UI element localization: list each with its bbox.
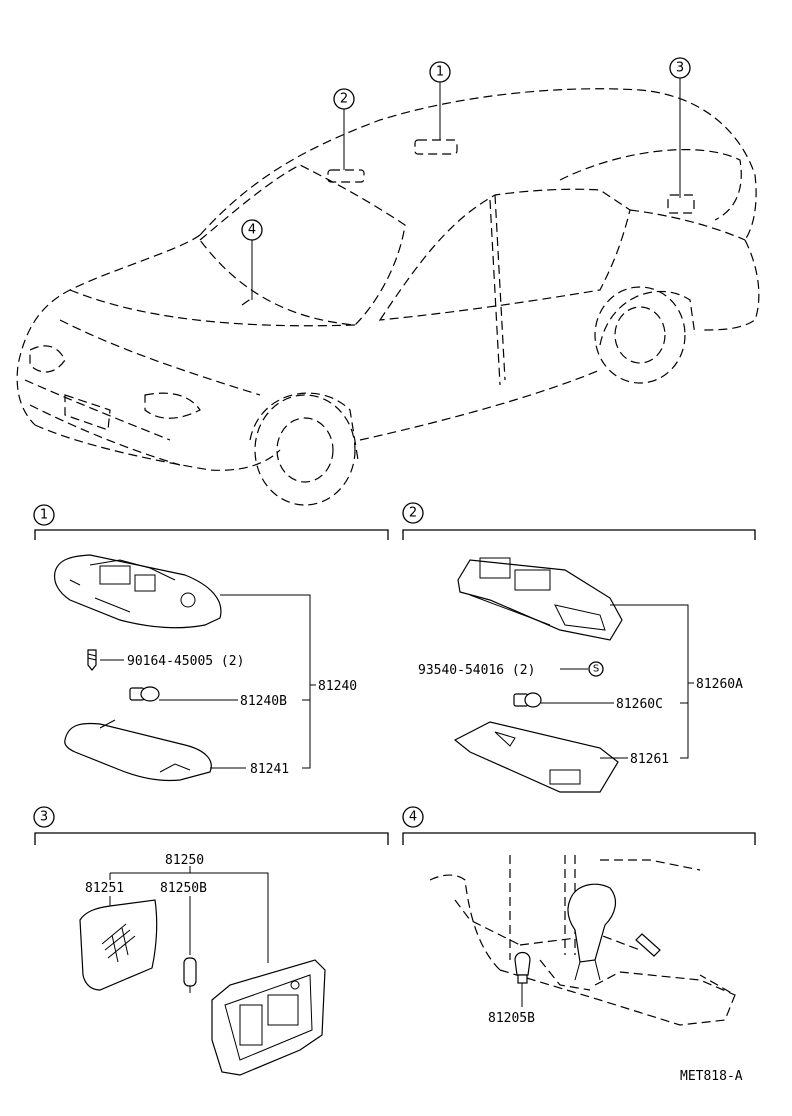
part-label-81250B: 81250B (160, 881, 207, 896)
svg-text:4: 4 (409, 810, 417, 825)
section-2: 2 93540-54016 (2) S 81260C 81261 (402, 502, 756, 793)
svg-text:2: 2 (340, 92, 348, 107)
part-label-81241: 81241 (250, 762, 289, 777)
dome-lamp-lens (64, 719, 212, 782)
part-label-81261: 81261 (630, 752, 669, 767)
luggage-lamp-lens (79, 899, 158, 991)
part-label-81251: 81251 (85, 881, 124, 896)
luggage-lamp-housing (211, 959, 326, 1076)
bulb-icon (513, 692, 542, 708)
part-label-81240B: 81240B (240, 694, 287, 709)
section-3: 3 81250 81251 81250B (33, 806, 389, 1076)
personal-lamp-lens (453, 721, 619, 793)
svg-text:2: 2 (409, 506, 417, 521)
part-label-81260C: 81260C (616, 697, 663, 712)
svg-text:1: 1 (436, 65, 444, 80)
part-label-81260A: 81260A (696, 677, 743, 692)
svg-text:4: 4 (248, 223, 256, 238)
screw-s-icon: S (588, 661, 604, 677)
callout-1: 1 (429, 61, 451, 140)
console-area (429, 855, 736, 1026)
part-label-90164-45005: 90164-45005 (2) (127, 654, 244, 669)
screw-icon (87, 649, 97, 671)
car-overview (16, 88, 760, 506)
svg-text:3: 3 (40, 810, 48, 825)
part-label-81205B: 81205B (488, 1011, 535, 1026)
callout-4: 4 (241, 219, 263, 300)
bulb-icon (183, 957, 197, 993)
svg-text:S: S (593, 664, 599, 675)
svg-text:1: 1 (40, 508, 48, 523)
part-label-81250: 81250 (165, 853, 204, 868)
dome-lamp-housing (53, 554, 222, 629)
part-label-81240: 81240 (318, 679, 357, 694)
part-label-93540-54016: 93540-54016 (2) (418, 663, 535, 678)
section-1: 1 90164-45005 (2) 81240B (33, 504, 389, 782)
personal-lamp-housing (457, 557, 623, 641)
callout-2: 2 (333, 88, 355, 170)
callout-3: 3 (669, 57, 691, 198)
bulb-icon (129, 686, 160, 702)
svg-text:3: 3 (676, 61, 684, 76)
diagram-code: MET818-A (680, 1069, 743, 1084)
section-4: 4 81205B (402, 806, 756, 1026)
